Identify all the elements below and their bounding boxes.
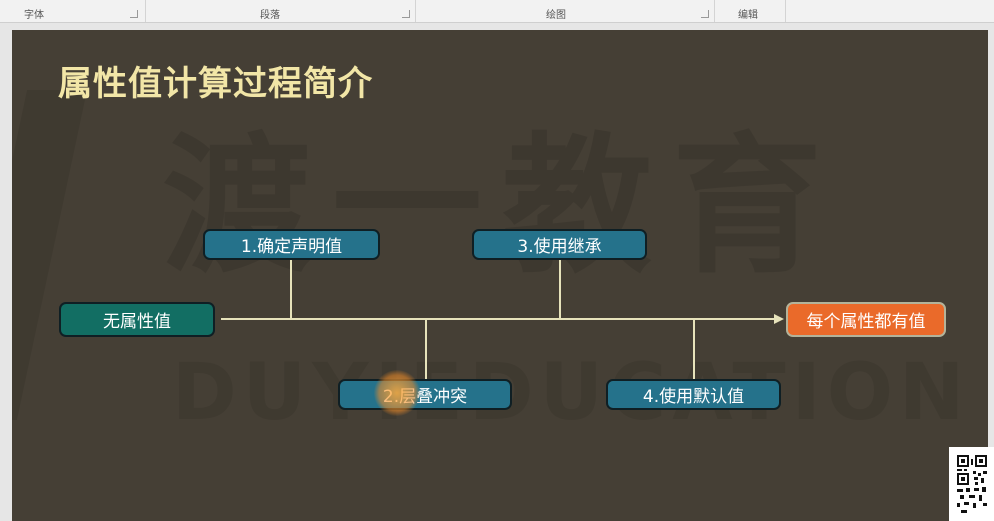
watermark-english-text: DUYIEDUCATION: [172, 348, 971, 438]
ribbon-group-label: 编辑: [738, 10, 758, 21]
qr-code-icon: [949, 447, 994, 521]
step-box-1[interactable]: 1.确定声明值: [203, 229, 380, 260]
ribbon-group-font[interactable]: 字体: [0, 0, 146, 22]
ribbon-group-label: 段落: [260, 10, 280, 21]
dialog-launcher-icon[interactable]: [701, 10, 709, 18]
ribbon-group-label: 字体: [24, 10, 44, 21]
ribbon-group-drawing[interactable]: 绘图: [416, 0, 715, 22]
pointer-highlight: [374, 370, 420, 416]
connector-step-2[interactable]: [425, 319, 427, 381]
step-box-2[interactable]: 2.层叠冲突: [338, 379, 512, 410]
start-box[interactable]: 无属性值: [59, 302, 215, 337]
dialog-launcher-icon[interactable]: [130, 10, 138, 18]
slide-canvas[interactable]: 渡一教育 DUYIEDUCATION 属性值计算过程简介 无属性值 1.确定声明…: [12, 30, 988, 521]
connector-step-4[interactable]: [693, 319, 695, 381]
step-box-3[interactable]: 3.使用继承: [472, 229, 647, 260]
step-box-4[interactable]: 4.使用默认值: [606, 379, 781, 410]
dialog-launcher-icon[interactable]: [402, 10, 410, 18]
ribbon: 字体 段落 绘图 编辑: [0, 0, 994, 23]
watermark-logo-mark: [12, 90, 88, 420]
watermark-logo-text: 渡一教育: [162, 120, 843, 294]
arrow-head-icon: [774, 314, 784, 324]
ribbon-group-paragraph[interactable]: 段落: [146, 0, 416, 22]
main-arrow-line[interactable]: [221, 318, 777, 320]
connector-step-3[interactable]: [559, 259, 561, 319]
ribbon-group-editing[interactable]: 编辑: [715, 0, 786, 22]
connector-step-1[interactable]: [290, 259, 292, 319]
ribbon-group-label: 绘图: [546, 10, 566, 21]
end-box[interactable]: 每个属性都有值: [786, 302, 946, 337]
slide-title[interactable]: 属性值计算过程简介: [58, 64, 373, 104]
